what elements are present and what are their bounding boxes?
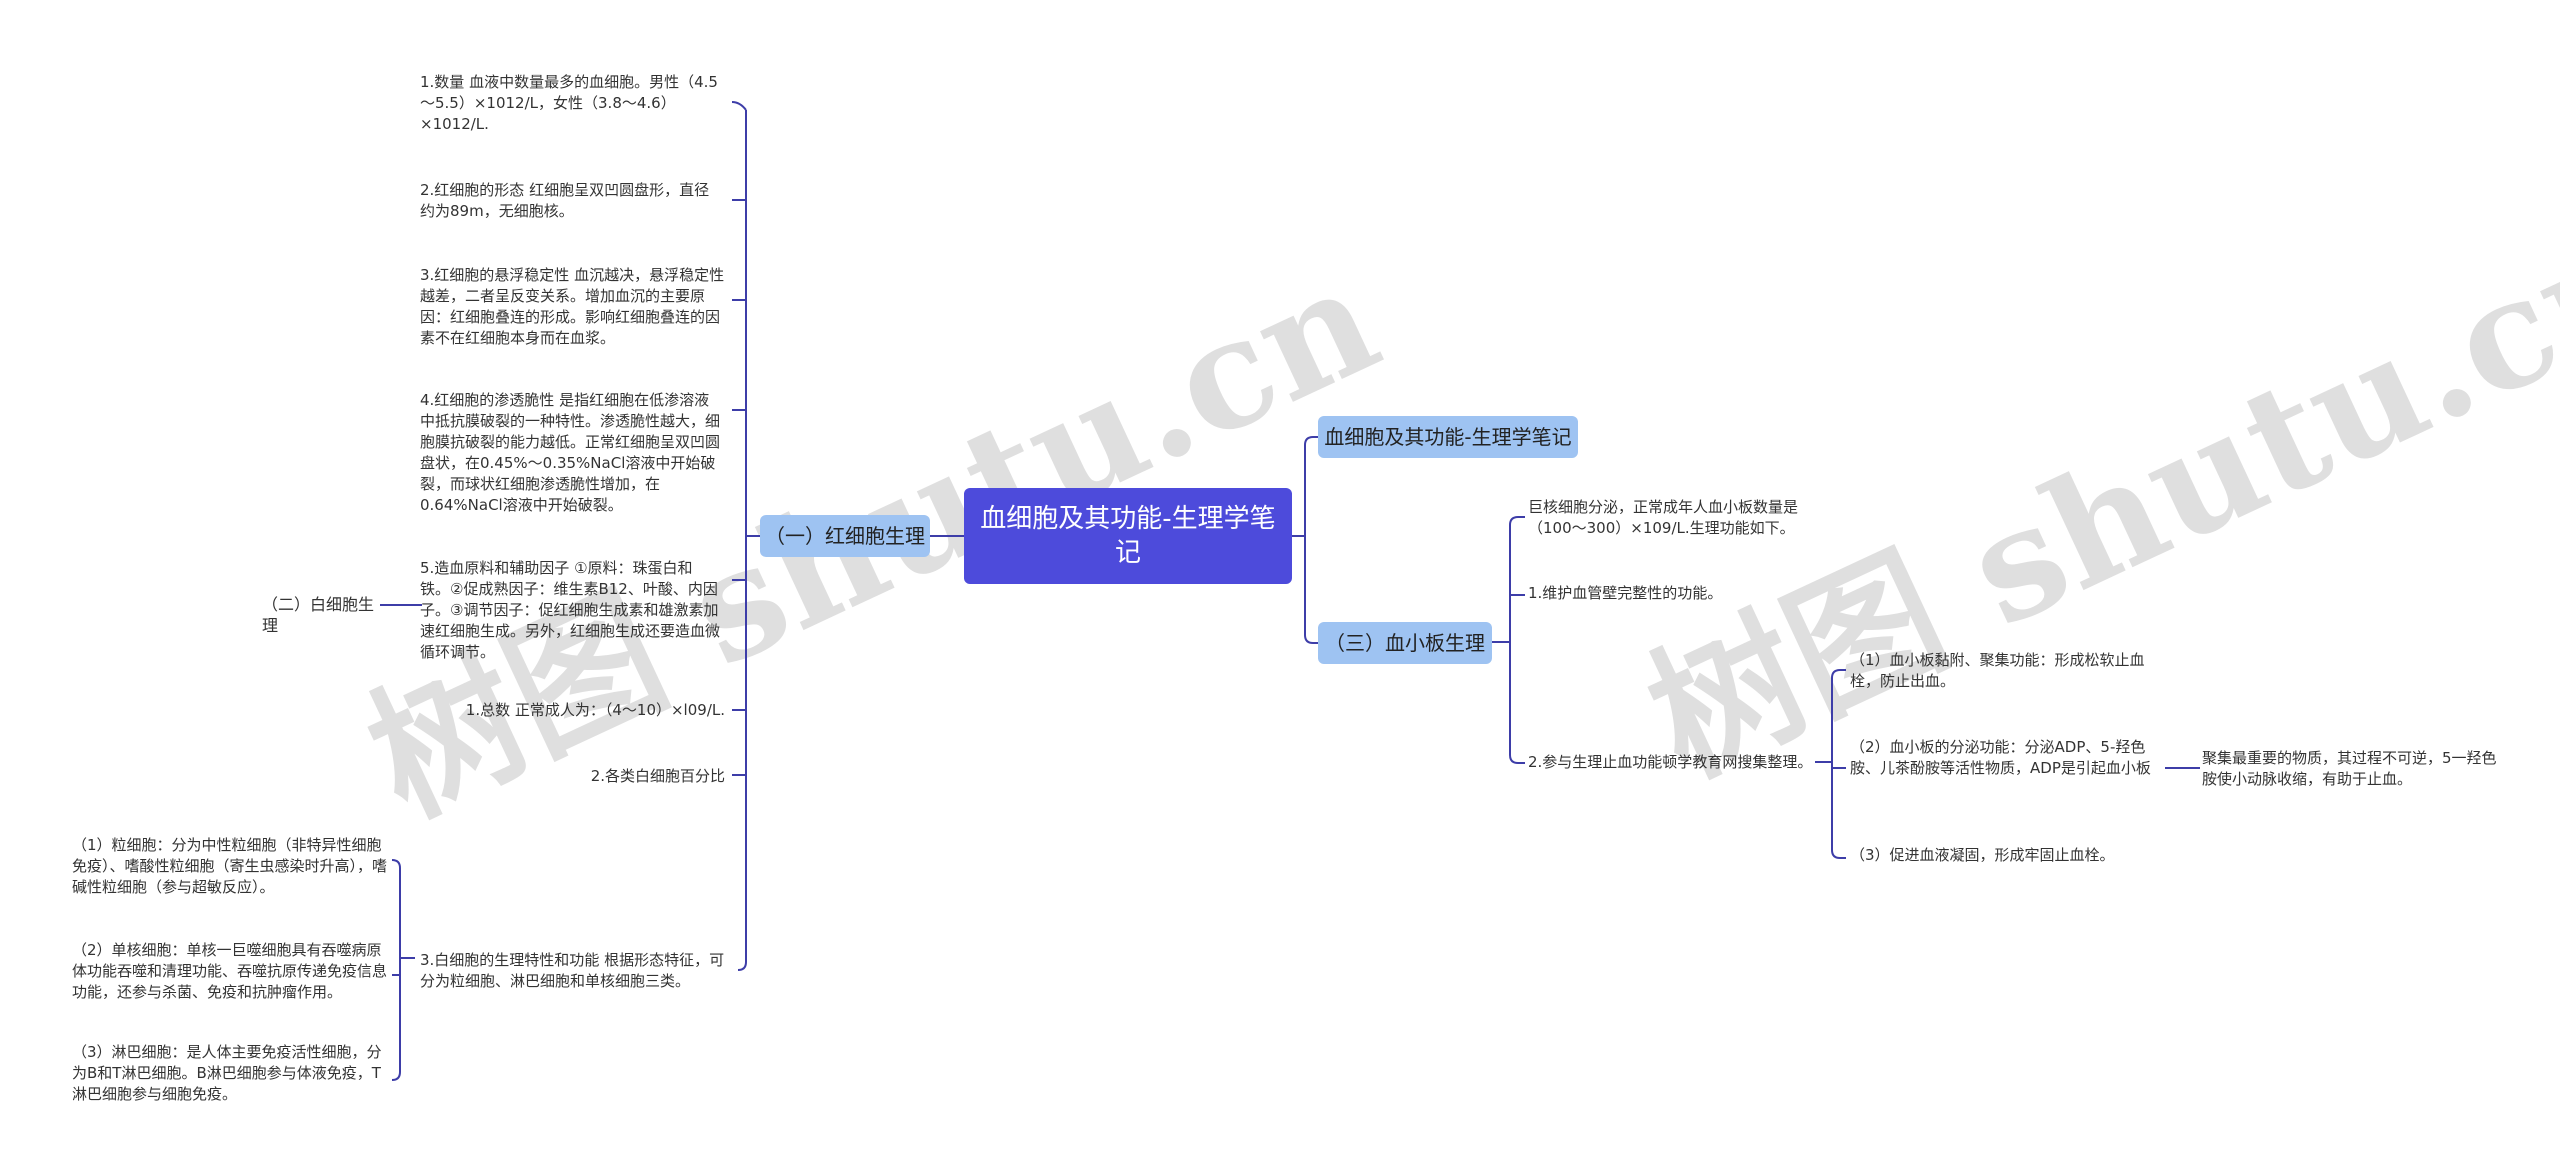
platelet-sub-3: （3）促进血液凝固，形成牢固止血栓。 bbox=[1850, 846, 2115, 864]
branch-title[interactable]: 血细胞及其功能-生理学笔记 bbox=[1318, 416, 1578, 458]
wbc-item-1: 1.总数 正常成人为：（4～10）×l09/L. bbox=[465, 701, 725, 719]
rbc-item-5: 5.造血原料和辅助因子 ①原料：珠蛋白和铁。②促成熟因子：维生素B12、叶酸、内… bbox=[420, 559, 721, 661]
rbc-item-4: 4.红细胞的渗透脆性 是指红细胞在低渗溶液中抵抗膜破裂的一种特性。渗透脆性越大，… bbox=[420, 391, 721, 514]
platelet-item-2: 2.参与生理止血功能顿学教育网搜集整理。 bbox=[1528, 753, 1813, 771]
platelet-sub-2: （2）血小板的分泌功能：分泌ADP、5-羟色胺、儿茶酚胺等活性物质，ADP是引起… bbox=[1850, 738, 2151, 777]
branch-rbc[interactable]: （一）红细胞生理 bbox=[760, 515, 930, 557]
wbc-item-2: 2.各类白细胞百分比 bbox=[590, 767, 725, 785]
branch-platelet[interactable]: （三）血小板生理 bbox=[1318, 622, 1492, 664]
rbc-item-3: 3.红细胞的悬浮稳定性 血沉越决，悬浮稳定性越差，二者呈反变关系。增加血沉的主要… bbox=[420, 266, 725, 347]
rbc-item-1: 1.数量 血液中数量最多的血细胞。男性（4.5～5.5）×1012/L，女性（3… bbox=[420, 73, 718, 133]
wbc-sub-3: （3）淋巴细胞：是人体主要免疫活性细胞，分为B和T淋巴细胞。B淋巴细胞参与体液免… bbox=[72, 1043, 382, 1103]
platelet-item-1: 1.维护血管壁完整性的功能。 bbox=[1528, 584, 1723, 602]
root-node[interactable]: 血细胞及其功能-生理学笔记 bbox=[964, 488, 1292, 584]
platelet-item-0: 巨核细胞分泌，正常成年人血小板数量是（100～300）×109/L.生理功能如下… bbox=[1528, 498, 1799, 537]
wbc-sub-1: （1）粒细胞：分为中性粒细胞（非特异性细胞免疫）、嗜酸性粒细胞（寄生虫感染时升高… bbox=[72, 836, 388, 896]
wbc-item-3: 3.白细胞的生理特性和功能 根据形态特征，可分为粒细胞、淋巴细胞和单核细胞三类。 bbox=[420, 951, 725, 990]
platelet-sub-2-detail: 聚集最重要的物质，其过程不可逆，5一羟色胺使小动脉收缩，有助于止血。 bbox=[2202, 749, 2497, 788]
branch-wbc[interactable]: （二）白细胞生理 bbox=[262, 595, 375, 635]
wbc-sub-2: （2）单核细胞：单核一巨噬细胞具有吞噬病原体功能吞噬和清理功能、吞噬抗原传递免疫… bbox=[72, 941, 388, 1001]
rbc-item-2: 2.红细胞的形态 红细胞呈双凹圆盘形，直径约为89m，无细胞核。 bbox=[420, 181, 710, 220]
platelet-sub-1: （1）血小板黏附、聚集功能：形成松软止血栓，防止出血。 bbox=[1850, 651, 2145, 690]
watermark: 树图 shutu.cn bbox=[1623, 191, 2560, 810]
